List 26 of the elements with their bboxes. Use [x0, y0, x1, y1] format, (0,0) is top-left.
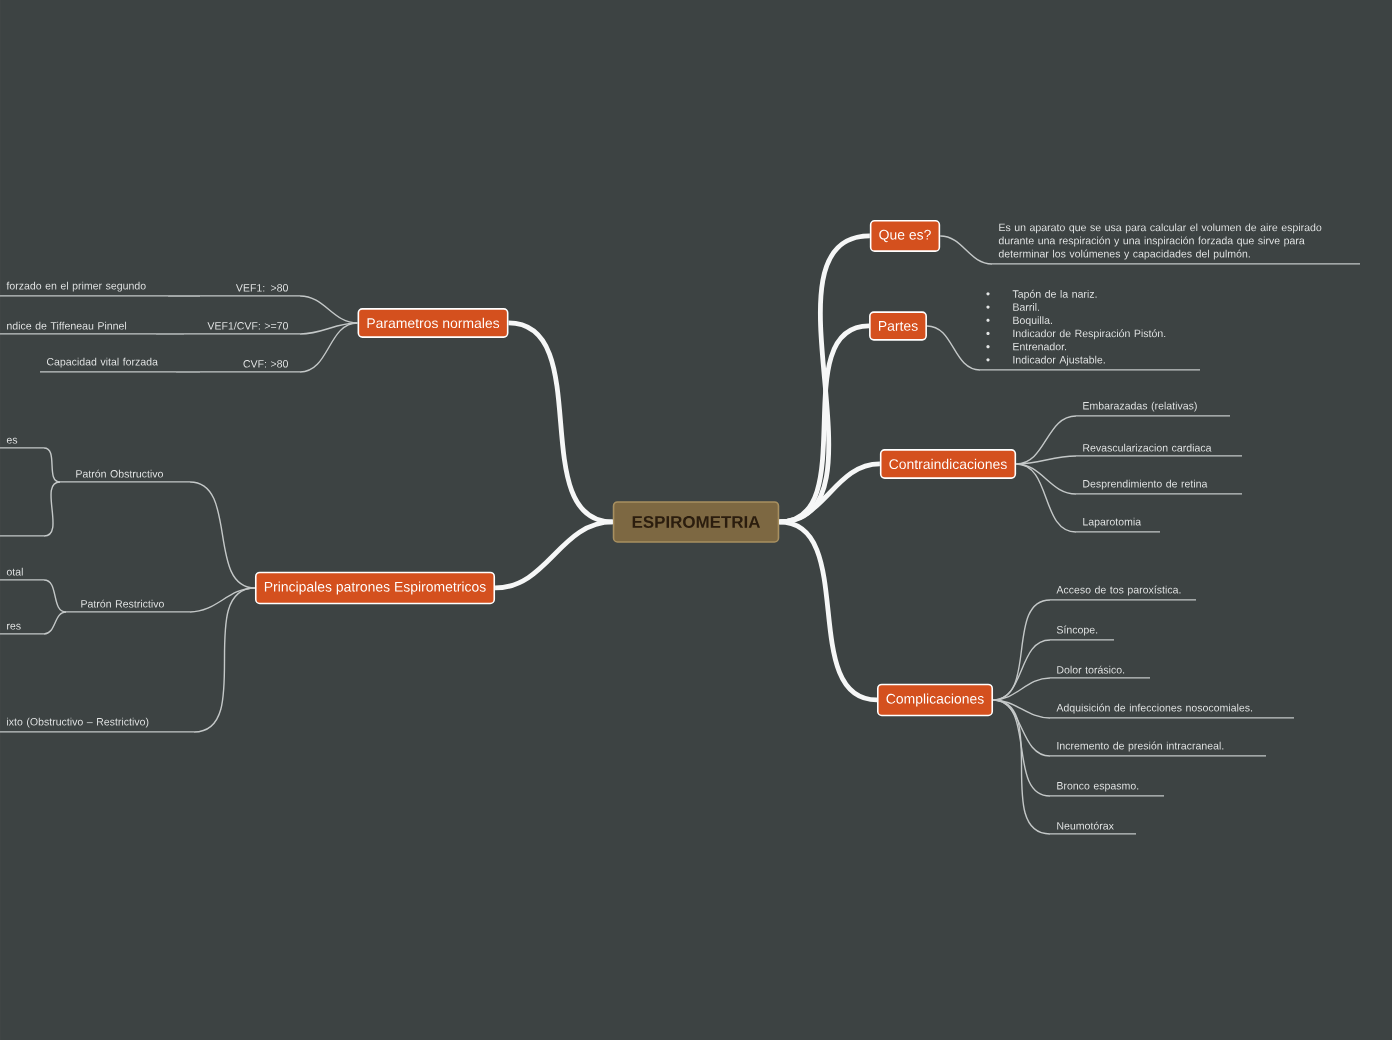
connector: [992, 699, 1051, 835]
connector: [189, 481, 256, 589]
connector: [155, 333, 185, 335]
connector: [175, 371, 201, 373]
connector: [494, 519, 613, 591]
connector: [189, 587, 256, 613]
central-topic-box: ESPIROMETRIA: [612, 501, 780, 543]
connector: [1015, 463, 1077, 533]
connector: [43, 579, 67, 613]
connector: [508, 320, 614, 525]
connector: [299, 322, 359, 335]
connector: [992, 677, 1051, 701]
connector: [778, 519, 878, 703]
connector: [1015, 463, 1077, 495]
connector: [167, 295, 201, 297]
connector: [299, 322, 359, 373]
connector: [193, 587, 256, 733]
connector: [939, 235, 993, 265]
connector: [779, 461, 881, 525]
connector: [43, 611, 67, 635]
connector: [43, 447, 61, 483]
underline: [0, 535, 45, 537]
connector: [1015, 455, 1077, 465]
connector: [299, 295, 359, 324]
connector: [43, 481, 61, 537]
connector: [926, 325, 981, 371]
